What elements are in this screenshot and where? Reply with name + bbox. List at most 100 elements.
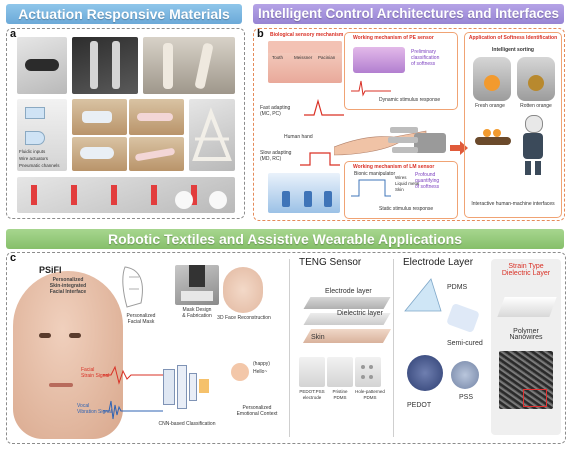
panel-b: b Biological sensory mechanism Tooth Mei… xyxy=(253,28,565,221)
electrode-layer-title: Electrode Layer xyxy=(403,257,474,268)
signal-waveforms xyxy=(103,365,163,420)
psifi-description: Personalized Skin-integrated Facial Inte… xyxy=(49,277,87,295)
human-hand-label: Human hand xyxy=(284,134,313,140)
teng-sensor-title: TENG Sensor xyxy=(299,257,362,268)
emotional-context-label: Personalized Emotional Context xyxy=(236,405,278,417)
mask-design-label: Mask Design & Fabrication xyxy=(182,307,212,319)
skin-layer-label: Skin xyxy=(311,334,325,341)
interactive-hmi-label: Interactive human-machine interfaces xyxy=(471,201,555,207)
arrow-right-icon xyxy=(450,141,468,155)
cnn-diagram xyxy=(163,361,211,413)
diagram-actuator-schematic: Fluidic inputs Wire actuators Pneumatic … xyxy=(17,99,67,171)
panel-label-c: c xyxy=(10,252,17,264)
strain-dielectric-title: Strain Type Dielectric Layer xyxy=(501,263,551,277)
hole-pdms-photo xyxy=(355,357,381,387)
vocal-vibration-label: Vocal Vibration Signal xyxy=(77,403,112,415)
pe-classification-label: Preliminary classification of softness xyxy=(411,49,440,67)
gripper-fresh-orange xyxy=(473,57,511,101)
humanoid-robot-illustration xyxy=(519,115,547,177)
happy-label: (happy) xyxy=(253,361,270,367)
pe-sensor-title: Working mechanism of PE sensor xyxy=(353,35,434,41)
polymer-slab xyxy=(497,297,557,317)
panel-c: c PSiFI Personalized Skin-integrated Fac… xyxy=(6,252,566,444)
bionic-manipulator-label: Bionic manipulator xyxy=(354,171,396,177)
dielectric-layer-label: Dielectric layer xyxy=(337,310,383,317)
slow-adapting-label: Slow adapting (MD, RC) xyxy=(260,150,292,162)
table-illustration xyxy=(475,129,511,145)
pe-sensor-box: Working mechanism of PE sensor Prelimina… xyxy=(344,32,458,110)
pss-sphere xyxy=(451,361,479,389)
label-pneumatic-channels: Pneumatic channels xyxy=(19,163,60,168)
pristine-pdms-label: Pristine PDMS xyxy=(332,389,348,400)
divider-1 xyxy=(289,259,290,437)
face-reconstruction-label: 3D Face Reconstruction xyxy=(217,315,271,321)
lm-signal xyxy=(351,179,391,197)
pedot-label: PEDOT xyxy=(407,402,432,409)
gripper-rotten-orange xyxy=(517,57,555,101)
lm-label-liquid-metal: Liquid metal xyxy=(395,181,420,186)
panel-a: a Fluidic inputs Wire actuators Pneumati… xyxy=(6,28,245,219)
photo-skeleton-actuator xyxy=(143,37,235,94)
static-stimulus-label: Static stimulus response xyxy=(379,206,434,212)
fresh-orange-label: Fresh orange xyxy=(475,103,505,109)
photo-triangle-frame xyxy=(189,99,235,171)
application-title: Application of Softness Identification xyxy=(468,35,558,41)
application-box: Application of Softness Identification I… xyxy=(464,32,562,218)
hello-label: Hello~ xyxy=(253,369,268,375)
biological-sensory-title: Biological sensory mechanism xyxy=(270,32,344,38)
facial-strain-label: Facial Strain Signal xyxy=(81,367,110,379)
photo-soft-gripper-3 xyxy=(72,137,127,171)
mask-fabrication-photo xyxy=(175,265,219,305)
pedot-electrode-label: PEDOT:PSS electrode xyxy=(299,389,325,400)
rotten-orange-label: Rotten orange xyxy=(520,103,552,109)
banner-actuation: Actuation Responsive Materials xyxy=(6,4,242,24)
fast-adapting-label: Fast adapting (MC, PC) xyxy=(260,105,291,117)
photo-soft-gripper-4 xyxy=(129,137,184,171)
label-wire-actuators: Wire actuators xyxy=(19,156,49,161)
electrode-layer-label: Electrode layer xyxy=(325,288,372,295)
personalized-mask-label: Personalized Facial Mask xyxy=(126,313,156,325)
teng-layers xyxy=(297,297,397,353)
lm-sensor-box: Working mechanism of LM sensor Wires Liq… xyxy=(344,161,458,219)
lm-label-wires: Wires xyxy=(395,175,407,180)
pdms-pyramid xyxy=(404,278,442,312)
hole-pdms-label: Hole-patterned PDMS xyxy=(355,389,385,400)
label-fluidic-inputs: Fluidic inputs xyxy=(19,149,46,154)
polymer-nanowires-label: Polymer Nanowires xyxy=(509,328,543,341)
divider-2 xyxy=(393,259,394,437)
skin-label-pacinian: Pacinian xyxy=(318,55,336,60)
cnn-classification-label: CNN-based Classification xyxy=(158,421,216,427)
skin-diagram: Tooth Meissner Pacinian xyxy=(268,41,342,83)
fast-adapting-signal xyxy=(304,98,344,116)
photo-wire-actuators xyxy=(72,37,138,94)
psifi-title: PSiFI xyxy=(39,265,62,275)
pe-signal xyxy=(351,80,391,97)
dynamic-stimulus-label: Dynamic stimulus response xyxy=(379,97,441,103)
bionic-manipulator-illustration xyxy=(388,127,446,153)
pe-sensor-layers xyxy=(353,47,405,73)
pss-label: PSS xyxy=(459,394,474,401)
banner-intelligent-control: Intelligent Control Architectures and In… xyxy=(253,4,564,24)
mechanoreceptor-diagram xyxy=(268,173,340,213)
lm-label-skin: Skin xyxy=(395,187,404,192)
skin-label-tooth: Tooth xyxy=(272,55,284,60)
skin-label-meissner: Meissner xyxy=(294,55,313,60)
photo-soft-gripper-2 xyxy=(129,99,184,135)
panel-label-a: a xyxy=(10,28,17,40)
photo-actuator-pad xyxy=(17,37,67,94)
face-reconstruction-photo xyxy=(223,267,263,313)
slow-adapting-signal xyxy=(300,152,340,166)
mask-outline xyxy=(122,266,143,308)
photo-soft-gripper-1 xyxy=(72,99,127,135)
pristine-pdms-photo xyxy=(327,357,353,387)
banner-robotic-textiles: Robotic Textiles and Assistive Wearable … xyxy=(6,229,564,249)
panel-label-b: b xyxy=(257,28,264,40)
photo-actuation-sequence xyxy=(17,177,235,213)
lm-quantify-label: Profound quantifying of softness xyxy=(415,172,440,190)
user-avatar-icon xyxy=(231,363,249,381)
semi-cured-label: Semi-cured xyxy=(447,340,483,347)
pedot-electrode-photo xyxy=(299,357,325,387)
pdms-label: PDMS xyxy=(447,284,468,291)
nanowire-sem-image xyxy=(499,351,553,409)
intelligent-sorting-label: Intelligent sorting xyxy=(492,47,534,53)
